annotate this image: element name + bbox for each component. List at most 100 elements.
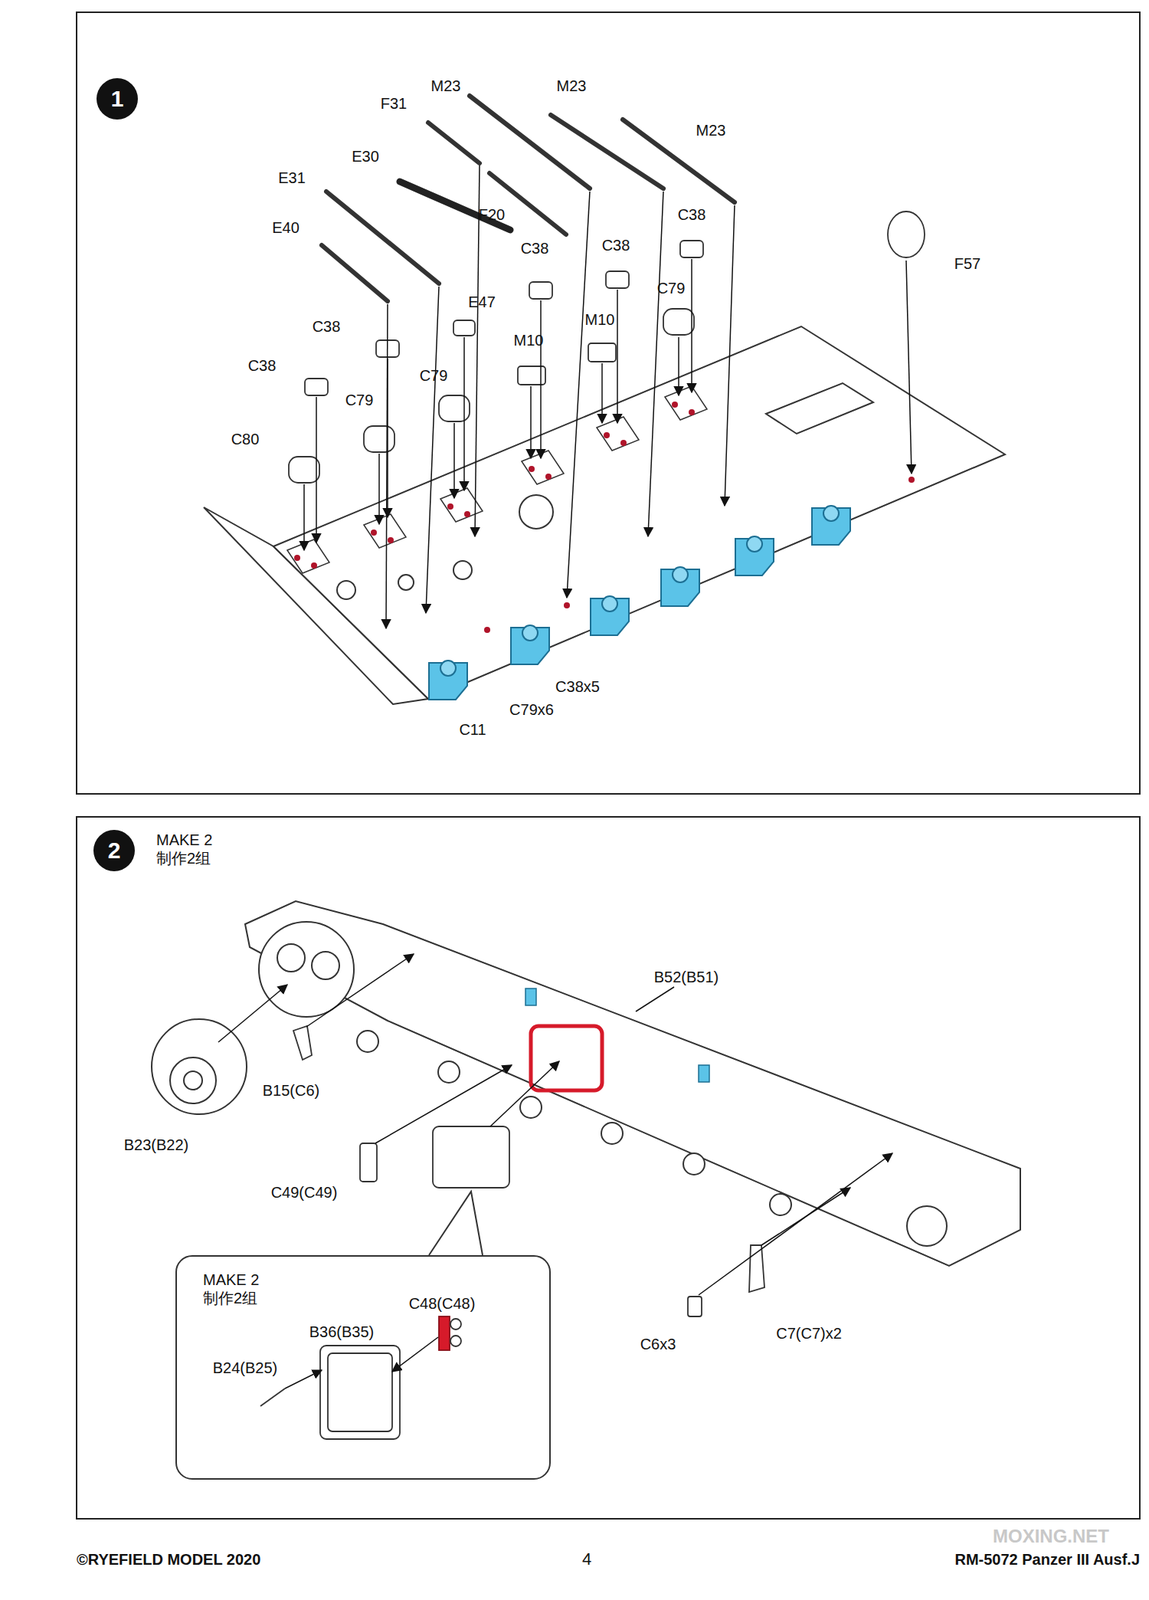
leader-arrows: [378, 453, 380, 524]
hull-side: [438, 1060, 460, 1083]
part-callout: B24(B25): [212, 1358, 279, 1377]
leader-arrows: [530, 386, 532, 459]
part-callout: E31: [278, 169, 306, 187]
leader-arrows: [601, 363, 603, 423]
suspension-blocks: [522, 625, 538, 641]
rods: [326, 191, 439, 284]
leader-arrows: [315, 396, 318, 543]
panel-frames: [76, 12, 1140, 794]
leader-arrows: [303, 484, 305, 550]
step-number: 1: [96, 78, 138, 120]
side-parts: [327, 1352, 393, 1431]
part-callout: F31: [380, 94, 407, 113]
node-text: 2: [108, 837, 122, 864]
clips: [525, 988, 537, 1005]
loose-parts: [304, 378, 328, 396]
clips: [525, 988, 710, 1082]
mount-plates: [287, 386, 708, 573]
hull-floor: [273, 326, 1005, 699]
hull-floor: [453, 560, 472, 580]
page-number: 4: [582, 1548, 592, 1569]
part-callout: M23: [556, 77, 587, 95]
side-leaders: [698, 1152, 893, 1295]
hull-floor: [337, 580, 356, 600]
node-text: MAKE 2 制作2组: [202, 1270, 265, 1307]
hull-floor: [203, 326, 1005, 704]
mount-plates: [440, 487, 483, 522]
watermark: MOXING.NET: [992, 1525, 1110, 1547]
part-callout: C79: [419, 366, 449, 385]
part-callout: F57: [954, 255, 981, 273]
step-note: MAKE 2 制作2组: [156, 830, 218, 868]
loose-parts: [588, 343, 616, 362]
clips: [698, 1064, 710, 1082]
part-callout: M10: [585, 310, 616, 329]
mount-holes: [310, 562, 318, 569]
leader-arrows: [724, 205, 735, 506]
part-callout: C80: [231, 430, 260, 449]
hull-floor: [766, 383, 874, 434]
part-callout: C38: [520, 239, 550, 258]
loose-parts: [288, 211, 925, 483]
part-callout: B36(B35): [309, 1322, 375, 1341]
mount-holes: [464, 510, 471, 518]
suspension-blocks: [823, 505, 839, 521]
side-parts: [320, 1345, 400, 1439]
suspension-blocks: [440, 660, 456, 676]
final-drive: [151, 1018, 247, 1114]
hull-side: [245, 900, 1021, 1266]
loose-parts: [663, 308, 694, 335]
loose-parts: [438, 395, 470, 422]
node-text: 1: [111, 85, 125, 112]
hull-side: [356, 1030, 379, 1052]
rods: [469, 95, 590, 189]
side-leaders: [306, 953, 414, 1027]
mount-holes: [603, 432, 610, 439]
side-leaders: [392, 1336, 439, 1372]
mount-holes: [370, 529, 377, 536]
loose-parts: [605, 271, 629, 289]
hull-floor: [398, 574, 414, 590]
mount-holes: [294, 554, 301, 561]
loose-parts: [529, 281, 553, 299]
side-parts: [293, 1025, 312, 1060]
highlight-outline: [530, 1025, 603, 1091]
leader-arrows: [425, 286, 439, 613]
part-callout: C7(C7)x2: [775, 1324, 842, 1343]
side-leaders: [218, 953, 893, 1388]
part-callout: C48(C48): [409, 1294, 476, 1313]
part-callout: E47: [468, 293, 496, 311]
part-callout: C38: [312, 317, 341, 336]
final-drive: [183, 1070, 203, 1090]
part-callout: C38: [602, 236, 631, 255]
rods: [622, 119, 735, 203]
final-drive: [170, 1057, 217, 1104]
leader-arrows: [453, 422, 456, 498]
side-parts: [450, 1318, 462, 1330]
part-callout: C79: [345, 391, 374, 410]
mount-plates: [363, 513, 406, 548]
mount-plates: [287, 539, 330, 573]
suspension-blocks: [602, 595, 618, 612]
part-callout: B23(B22): [124, 1135, 190, 1154]
side-leaders: [284, 1369, 322, 1388]
hull-side: [520, 1096, 542, 1118]
part-callout: M23: [431, 77, 462, 95]
part-callout: F20: [478, 206, 505, 224]
mount-holes: [545, 473, 552, 480]
side-parts: [438, 1315, 450, 1350]
leader-arrows: [386, 304, 388, 629]
rods: [321, 245, 388, 302]
side-parts: [260, 1025, 765, 1439]
part-callout: C79x6: [509, 700, 554, 719]
suspension-blocks: [428, 505, 851, 700]
side-leaders: [375, 1064, 512, 1143]
part-callout: C49(C49): [271, 1183, 338, 1202]
leader-arrows: [616, 289, 619, 423]
side-leaders: [490, 1060, 560, 1127]
leader-arrows: [906, 260, 912, 474]
part-callout: C6x3: [640, 1335, 677, 1353]
suspension-blocks: [672, 566, 688, 583]
mount-holes: [671, 401, 678, 408]
